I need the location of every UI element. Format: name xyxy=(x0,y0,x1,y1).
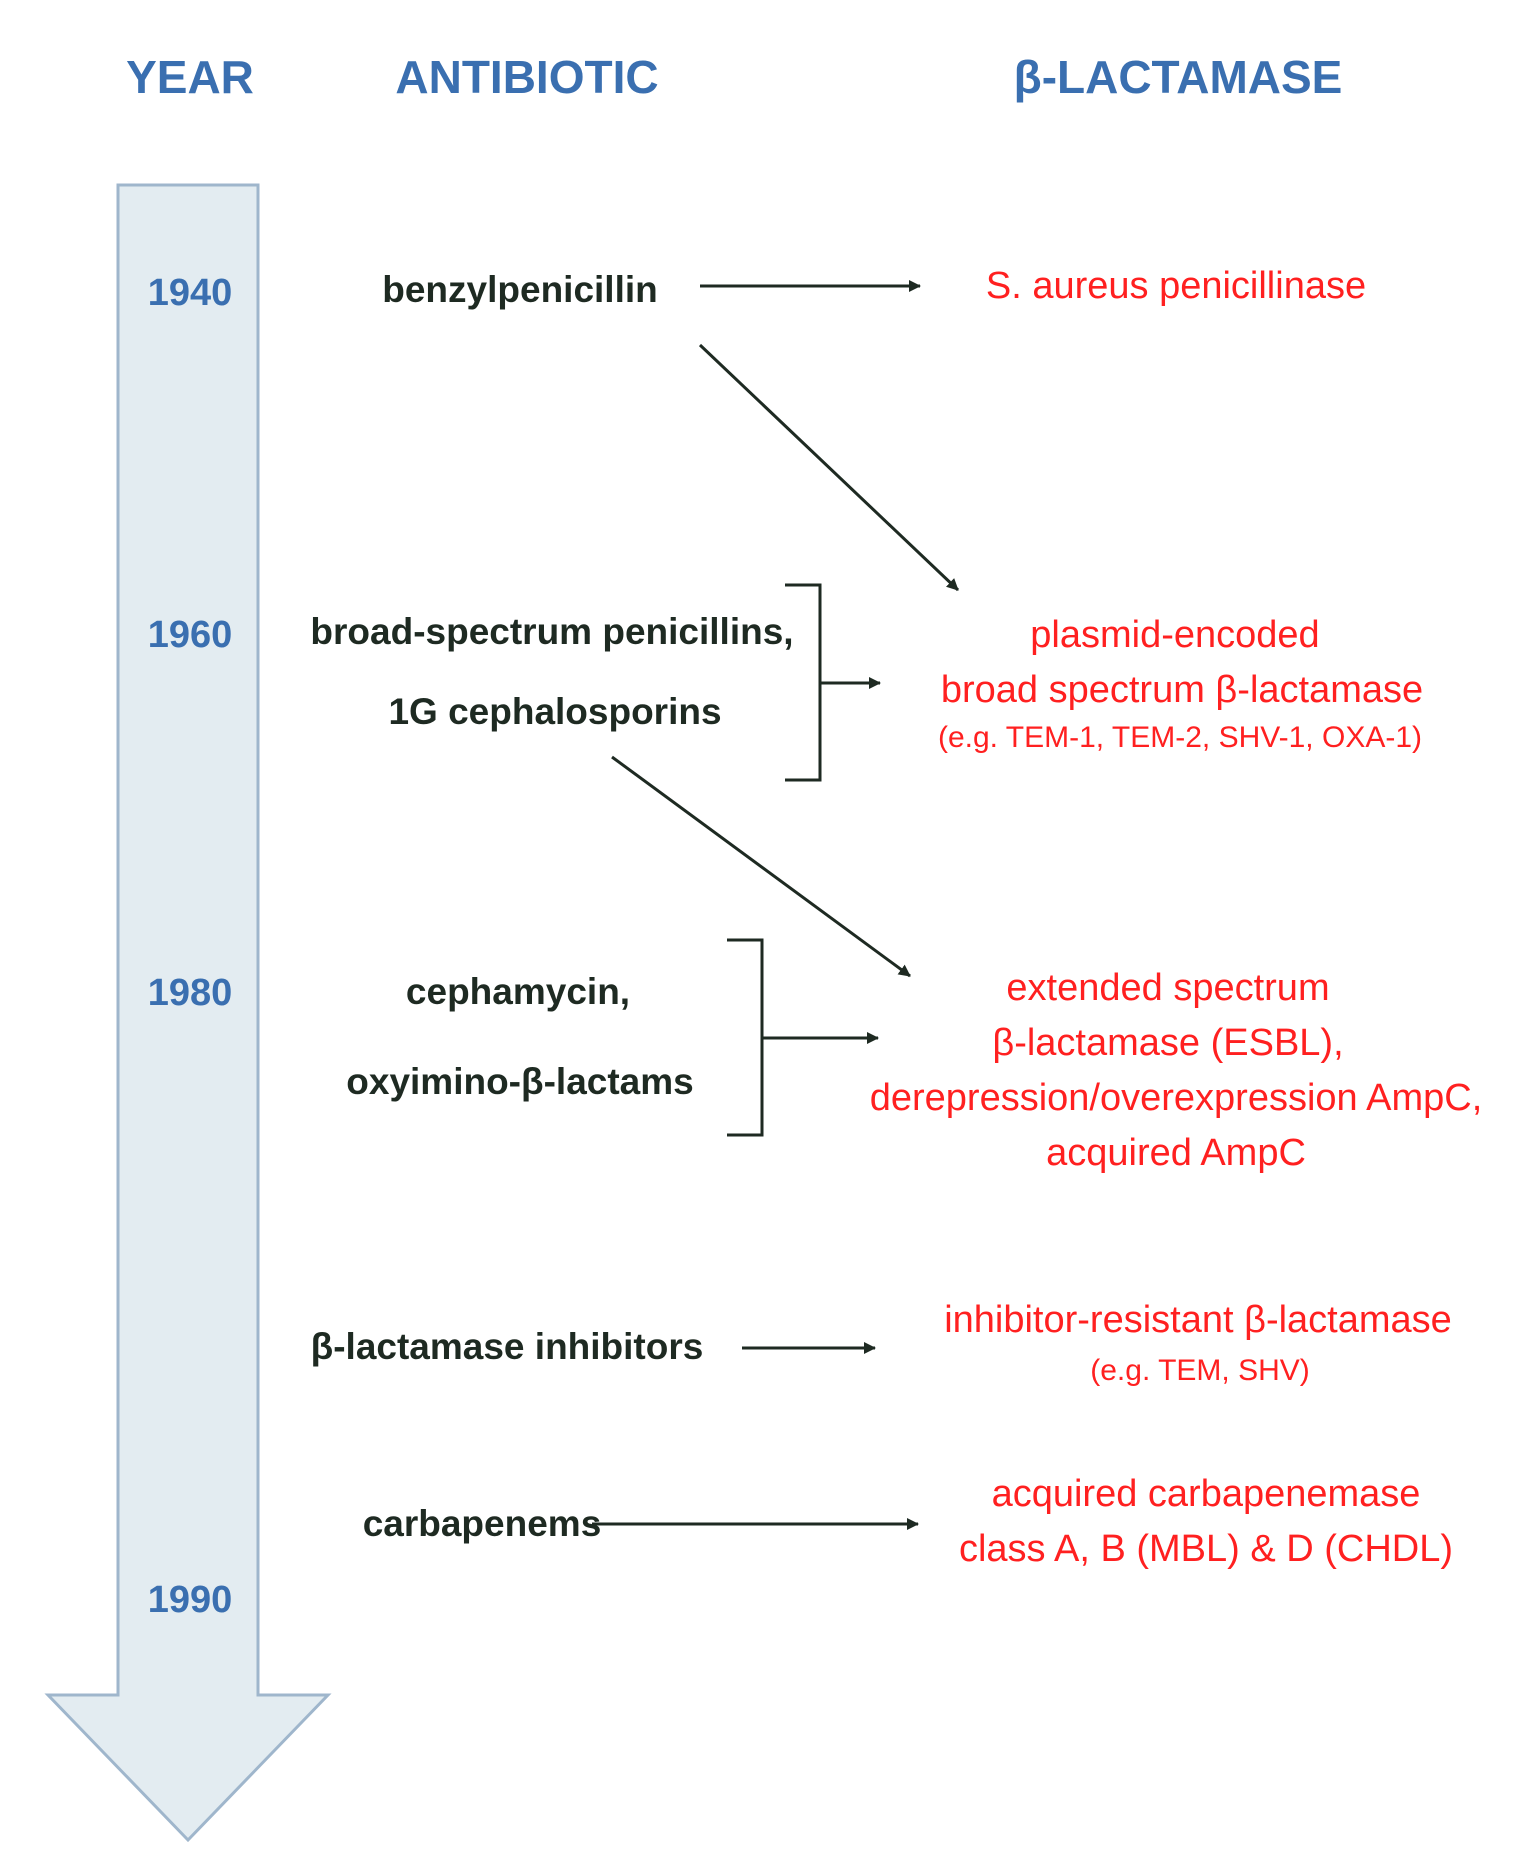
enzyme-broad-examples: (e.g. TEM-1, TEM-2, SHV-1, OXA-1) xyxy=(938,721,1422,754)
enzyme-esbl-line2: β-lactamase (ESBL), xyxy=(992,1022,1343,1064)
timeline-arrow xyxy=(44,183,332,1843)
enzyme-penicillinase: S. aureus penicillinase xyxy=(986,265,1366,307)
year-label-1940: 1940 xyxy=(148,272,233,314)
bracket-cephamycin xyxy=(727,938,764,1137)
enzyme-carbapenemase-line1: acquired carbapenemase xyxy=(992,1473,1421,1515)
enzyme-carbapenemase-line2: class A, B (MBL) & D (CHDL) xyxy=(959,1528,1453,1570)
year-label-1990: 1990 xyxy=(148,1579,233,1621)
enzyme-inhibitor-resistant-examples: (e.g. TEM, SHV) xyxy=(1090,1354,1310,1387)
antibiotic-cephamycin-line1: cephamycin, xyxy=(406,971,630,1012)
arrow-cephalosporins-to-esbl xyxy=(611,755,911,978)
enzyme-esbl-line3: derepression/overexpression AmpC, xyxy=(870,1077,1483,1119)
antibiotic-column-header: ANTIBIOTIC xyxy=(395,51,658,103)
enzyme-esbl-line1: extended spectrum xyxy=(1006,967,1329,1009)
antibiotic-broad-spectrum-line2: 1G cephalosporins xyxy=(388,691,721,732)
antibiotic-cephamycin-line2: oxyimino-β-lactams xyxy=(346,1061,693,1102)
antibiotic-inhibitors: β-lactamase inhibitors xyxy=(311,1326,704,1367)
beta-lactamase-column-header: β-LACTAMASE xyxy=(1014,51,1343,103)
year-column-header: YEAR xyxy=(126,51,254,103)
antibiotic-carbapenems: carbapenems xyxy=(363,1503,602,1544)
enzyme-broad-line1: plasmid-encoded xyxy=(1030,614,1319,656)
enzyme-inhibitor-resistant-line1: inhibitor-resistant β-lactamase xyxy=(944,1299,1452,1341)
arrow-benzylpenicillin-to-plasmid xyxy=(698,343,960,592)
year-label-1960: 1960 xyxy=(148,614,233,656)
enzyme-esbl-line4: acquired AmpC xyxy=(1046,1132,1306,1174)
enzyme-broad-line2: broad spectrum β-lactamase xyxy=(941,669,1423,711)
antibiotic-broad-spectrum-line1: broad-spectrum penicillins, xyxy=(310,611,793,652)
year-label-1980: 1980 xyxy=(148,972,233,1014)
antibiotic-benzylpenicillin: benzylpenicillin xyxy=(382,269,658,310)
